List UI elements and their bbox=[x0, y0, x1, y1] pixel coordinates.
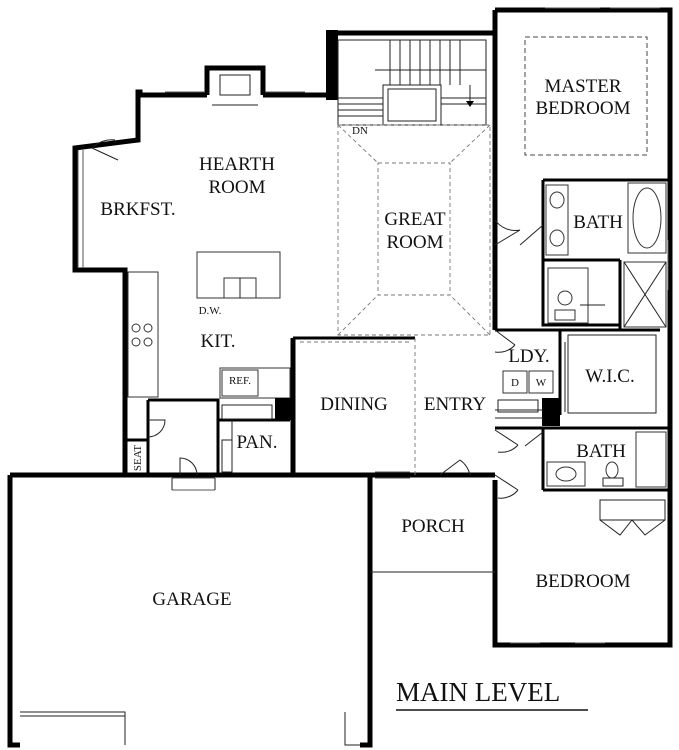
dining-label: DINING bbox=[320, 394, 388, 415]
staircase bbox=[337, 39, 487, 126]
great-room-label-2: ROOM bbox=[386, 232, 443, 253]
master-bath-label: BATH bbox=[573, 212, 623, 233]
kitchen-fixtures bbox=[77, 91, 305, 399]
plan-title-group: MAIN LEVEL bbox=[396, 677, 588, 711]
hearth-room-label-2: ROOM bbox=[208, 177, 265, 198]
pantry-area bbox=[147, 398, 293, 491]
dishwasher-label: D.W. bbox=[199, 305, 222, 317]
master-bedroom-label-1: MASTER bbox=[544, 76, 621, 97]
brkfst-label: BRKFST. bbox=[100, 199, 175, 220]
down-stairs-label: DN bbox=[352, 125, 368, 137]
bedroom-label: BEDROOM bbox=[535, 571, 630, 592]
dryer-label: D bbox=[511, 377, 519, 389]
great-room-ceiling bbox=[337, 124, 491, 336]
porch-label: PORCH bbox=[401, 516, 465, 537]
dining-entry bbox=[300, 338, 543, 479]
exterior-walls bbox=[7, 7, 673, 748]
pantry-label: PAN. bbox=[236, 432, 277, 453]
wic-label: W.I.C. bbox=[585, 366, 634, 387]
great-room-label-1: GREAT bbox=[384, 209, 446, 230]
garage-label: GARAGE bbox=[152, 589, 231, 610]
washer-label: W bbox=[536, 377, 547, 389]
kitchen-label: KIT. bbox=[201, 331, 236, 352]
seat-label: SEAT bbox=[132, 445, 144, 472]
room-labels: MASTER BEDROOM HEARTH ROOM BRKFST. GREAT… bbox=[100, 76, 634, 610]
right-wing-interior bbox=[494, 7, 670, 644]
plan-title: MAIN LEVEL bbox=[396, 677, 560, 707]
entry-label: ENTRY bbox=[424, 394, 487, 415]
refrigerator-label: REF. bbox=[229, 375, 251, 387]
hall-bath-label: BATH bbox=[576, 441, 626, 462]
hearth-room-label-1: HEARTH bbox=[199, 154, 275, 175]
fixture-labels: DN D.W. REF. D W SEAT bbox=[132, 125, 547, 471]
master-bedroom-label-2: BEDROOM bbox=[535, 98, 630, 119]
laundry-label: LDY. bbox=[508, 346, 549, 367]
